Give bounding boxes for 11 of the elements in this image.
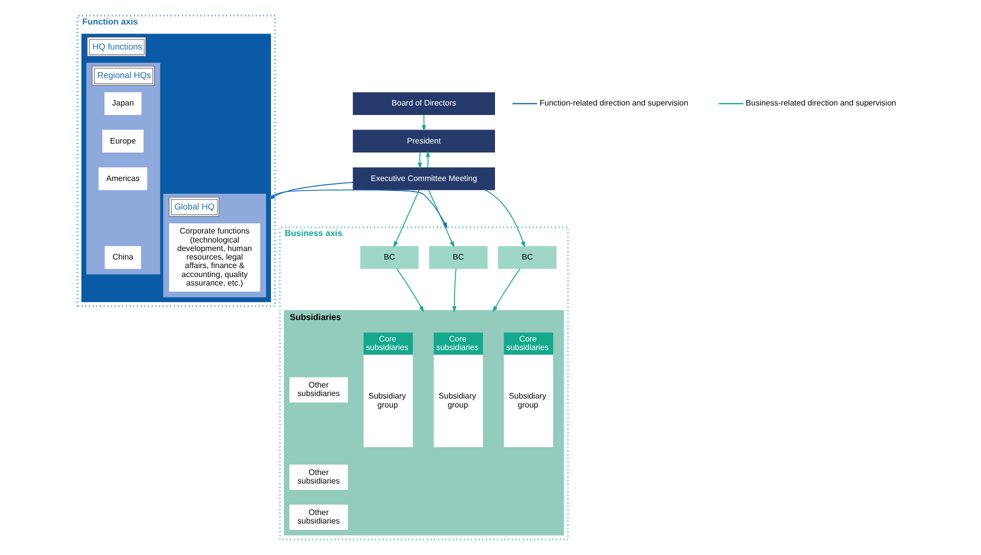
- arrow: [269, 189, 447, 229]
- arrow: [393, 189, 420, 248]
- arrow: [428, 189, 454, 248]
- arrow: [492, 268, 520, 312]
- arrow: [417, 152, 422, 169]
- arrow: [268, 182, 353, 200]
- arrow: [421, 114, 426, 132]
- arrow: [396, 268, 424, 312]
- arrow: [484, 189, 524, 248]
- arrow: [425, 150, 430, 168]
- arrow: [452, 268, 456, 312]
